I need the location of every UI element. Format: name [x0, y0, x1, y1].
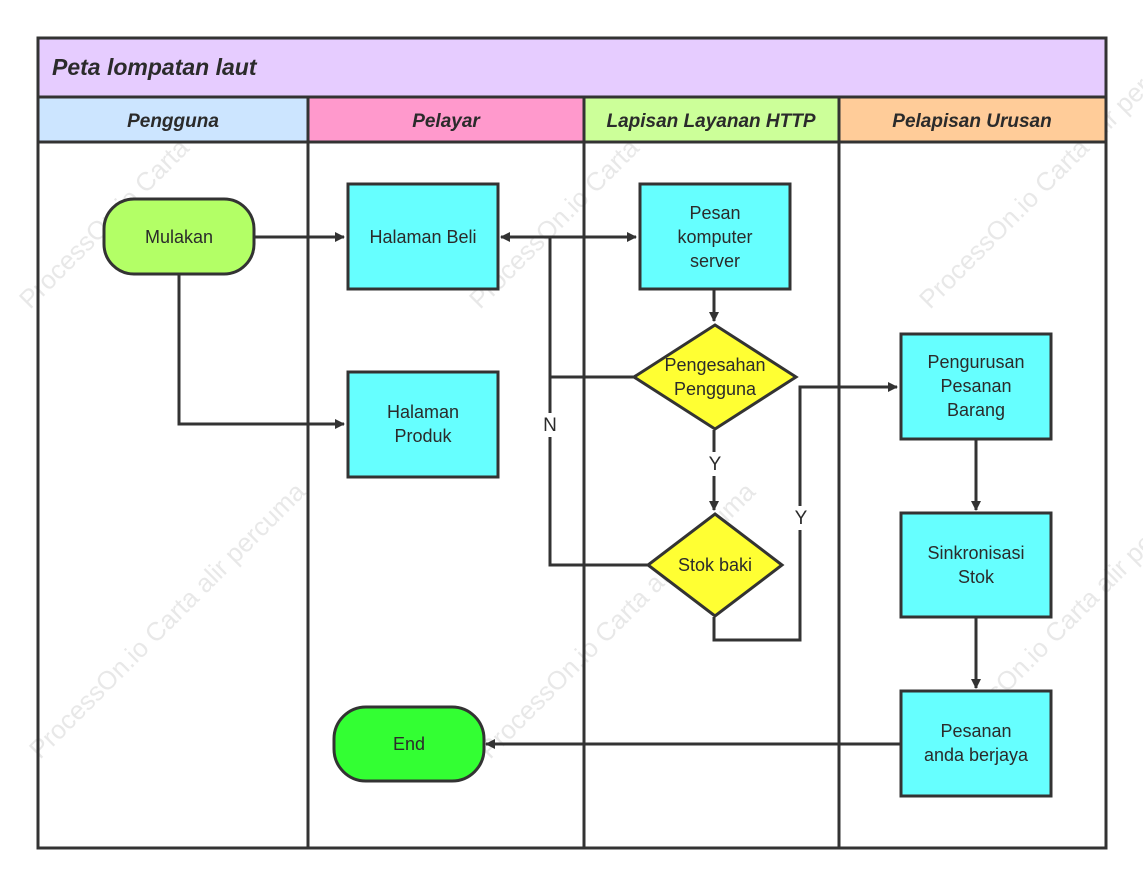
node-label-line: Sinkronisasi — [927, 543, 1024, 563]
node-label-line: End — [393, 734, 425, 754]
node-label-line: server — [690, 251, 740, 271]
edge-mulakan-to-halaman-produk — [177, 275, 345, 429]
edge-label-bg — [791, 506, 811, 530]
node-label-line: Pengesahan — [664, 355, 765, 375]
lane-title-pengguna: Pengguna — [127, 111, 219, 132]
node-label-halaman-beli: Halaman Beli — [369, 227, 476, 247]
start-node-mulakan[interactable] — [102, 197, 256, 276]
lane-title-pelayar: Pelayar — [412, 111, 481, 132]
watermark: ProcessOn.io Carta alir percuma — [23, 476, 311, 764]
process-node-pesan-server[interactable] — [638, 182, 792, 291]
edge-label-bg — [705, 452, 725, 476]
decision-node-stok-baki[interactable] — [645, 512, 785, 618]
edge-stok-to-pengurusan — [712, 382, 898, 642]
node-label-line: Halaman Beli — [369, 227, 476, 247]
edge-label-y-right: Y — [795, 508, 808, 529]
process-node-halaman-beli[interactable] — [346, 182, 500, 291]
edge-label-n: N — [543, 415, 557, 436]
lane-header-http — [582, 95, 841, 144]
edge-label-y-down: Y — [709, 454, 722, 475]
node-label-line: Pengguna — [674, 379, 757, 399]
decision-node-pengesahan[interactable] — [631, 323, 799, 431]
node-label-mulakan: Mulakan — [145, 227, 213, 247]
lane-body-urusan — [837, 140, 1108, 850]
node-label-line: Pesan — [689, 203, 740, 223]
lane-header-urusan — [837, 95, 1108, 144]
node-label-line: anda berjaya — [924, 745, 1029, 765]
pool-header — [36, 36, 1108, 99]
lane-title-http: Lapisan Layanan HTTP — [606, 111, 815, 132]
node-label-line: Pengurusan — [927, 352, 1024, 372]
node-label-line: Halaman — [387, 402, 459, 422]
edge-stok-back-to-beli — [548, 377, 648, 567]
node-label-pesanan-berjaya: Pesanan anda berjaya — [924, 721, 1029, 765]
lane-header-pelayar — [306, 95, 586, 144]
node-label-line: Pesanan — [940, 376, 1011, 396]
node-label-line: Stok — [958, 567, 995, 587]
edge-label-bg — [540, 413, 560, 437]
node-label-line: Stok baki — [678, 555, 752, 575]
node-label-stok-baki: Stok baki — [678, 555, 752, 575]
lane-title-urusan: Pelapisan Urusan — [892, 111, 1051, 132]
process-node-sinkronisasi[interactable] — [899, 511, 1053, 619]
process-node-pengurusan[interactable] — [899, 332, 1053, 441]
node-label-line: Barang — [947, 400, 1005, 420]
node-label-line: Pesanan — [940, 721, 1011, 741]
node-label-line: Produk — [394, 426, 452, 446]
end-node[interactable] — [332, 705, 486, 783]
node-label-line: Mulakan — [145, 227, 213, 247]
edge-pengesahan-back-to-beli — [548, 237, 634, 379]
process-node-pesanan-berjaya[interactable] — [899, 689, 1053, 798]
pool-title: Peta lompatan laut — [52, 54, 258, 80]
swimlane-pool: Peta lompatan laut Pengguna Pelayar Lapi… — [36, 36, 1108, 850]
process-node-halaman-produk[interactable] — [346, 370, 500, 479]
edges: N Y Y — [177, 232, 981, 749]
node-label-end: End — [393, 734, 425, 754]
node-label-line: komputer — [677, 227, 752, 247]
node-label-pesan-server: Pesan komputer server — [677, 203, 752, 271]
